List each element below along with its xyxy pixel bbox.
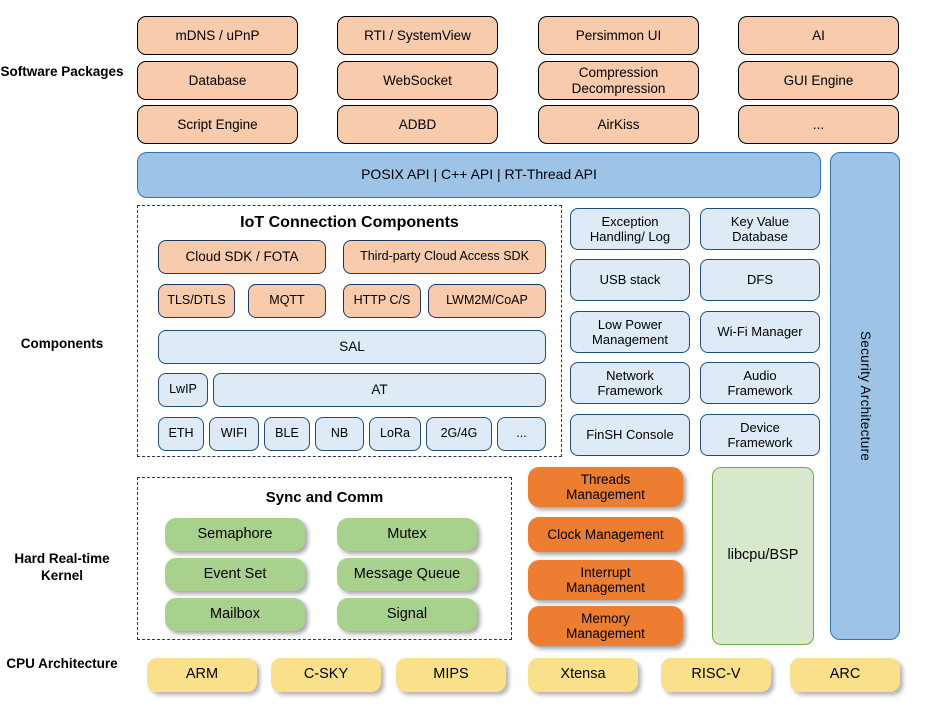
iot-box[interactable]: 2G/4G <box>426 417 492 451</box>
component-box[interactable]: Device Framework <box>700 414 820 456</box>
iot-box[interactable]: HTTP C/S <box>343 284 421 318</box>
package-box[interactable]: AI <box>738 16 899 55</box>
kernel-management-box[interactable]: Interrupt Management <box>528 560 683 600</box>
component-box[interactable]: Wi-Fi Manager <box>700 311 820 353</box>
iot-box[interactable]: LwIP <box>158 373 208 407</box>
package-box[interactable]: RTI / SystemView <box>337 16 498 55</box>
component-box[interactable]: Audio Framework <box>700 362 820 404</box>
row-label-components: Components <box>20 336 104 351</box>
iot-connection-group <box>137 205 562 457</box>
iot-box[interactable]: LWM2M/CoAP <box>428 284 546 318</box>
libcpu-bsp-box[interactable]: libcpu/BSP <box>712 467 814 645</box>
sync-box[interactable]: Mutex <box>337 518 477 551</box>
row-label-software-packages: Software Packages <box>0 64 124 79</box>
security-architecture-bar[interactable]: Security Architecture <box>830 152 900 640</box>
package-box[interactable]: GUI Engine <box>738 61 899 100</box>
iot-box[interactable]: MQTT <box>248 284 326 318</box>
row-label-kernel: Hard Real-time Kernel <box>14 551 110 583</box>
kernel-management-box[interactable]: Clock Management <box>528 517 683 552</box>
security-architecture-label: Security Architecture <box>857 330 873 462</box>
cpu-arch-box[interactable]: ARM <box>147 658 257 692</box>
component-box[interactable]: FinSH Console <box>570 414 690 456</box>
cpu-arch-box[interactable]: C-SKY <box>271 658 381 692</box>
iot-box[interactable]: LoRa <box>369 417 421 451</box>
iot-box[interactable]: WIFI <box>209 417 259 451</box>
package-box[interactable]: AirKiss <box>538 105 699 144</box>
iot-sal-box[interactable]: SAL <box>158 330 546 364</box>
api-layer-bar[interactable]: POSIX API | C++ API | RT-Thread API <box>137 152 821 198</box>
package-box[interactable]: ... <box>738 105 899 144</box>
cpu-arch-box[interactable]: Xtensa <box>528 658 638 692</box>
iot-connection-group-title: IoT Connection Components <box>240 214 459 231</box>
sync-and-comm-group <box>137 477 512 640</box>
sync-box[interactable]: Signal <box>337 598 477 631</box>
iot-box[interactable]: Third-party Cloud Access SDK <box>343 240 546 274</box>
sync-and-comm-group-title: Sync and Comm <box>265 489 384 506</box>
component-box[interactable]: USB stack <box>570 259 690 301</box>
sync-box[interactable]: Event Set <box>165 558 305 591</box>
component-box[interactable]: Key Value Database <box>700 208 820 250</box>
cpu-arch-box[interactable]: RISC-V <box>661 658 771 692</box>
iot-box[interactable]: ETH <box>158 417 204 451</box>
sync-box[interactable]: Mailbox <box>165 598 305 631</box>
iot-box[interactable]: Cloud SDK / FOTA <box>158 240 326 274</box>
iot-box[interactable]: BLE <box>264 417 310 451</box>
cpu-arch-box[interactable]: ARC <box>790 658 900 692</box>
component-box[interactable]: Exception Handling/ Log <box>570 208 690 250</box>
component-box[interactable]: DFS <box>700 259 820 301</box>
package-box[interactable]: Compression Decompression <box>538 61 699 100</box>
package-box[interactable]: WebSocket <box>337 61 498 100</box>
package-box[interactable]: ADBD <box>337 105 498 144</box>
iot-box[interactable]: AT <box>213 373 546 407</box>
sync-box[interactable]: Message Queue <box>337 558 477 591</box>
kernel-management-box[interactable]: Memory Management <box>528 606 683 646</box>
package-box[interactable]: mDNS / uPnP <box>137 16 298 55</box>
iot-box[interactable]: ... <box>497 417 546 451</box>
package-box[interactable]: Script Engine <box>137 105 298 144</box>
row-label-cpu-architecture: CPU Architecture <box>6 656 118 671</box>
component-box[interactable]: Low Power Management <box>570 311 690 353</box>
sync-box[interactable]: Semaphore <box>165 518 305 551</box>
package-box[interactable]: Database <box>137 61 298 100</box>
kernel-management-box[interactable]: Threads Management <box>528 467 683 507</box>
iot-box[interactable]: TLS/DTLS <box>158 284 235 318</box>
cpu-arch-box[interactable]: MIPS <box>396 658 506 692</box>
package-box[interactable]: Persimmon UI <box>538 16 699 55</box>
component-box[interactable]: Network Framework <box>570 362 690 404</box>
iot-box[interactable]: NB <box>315 417 364 451</box>
